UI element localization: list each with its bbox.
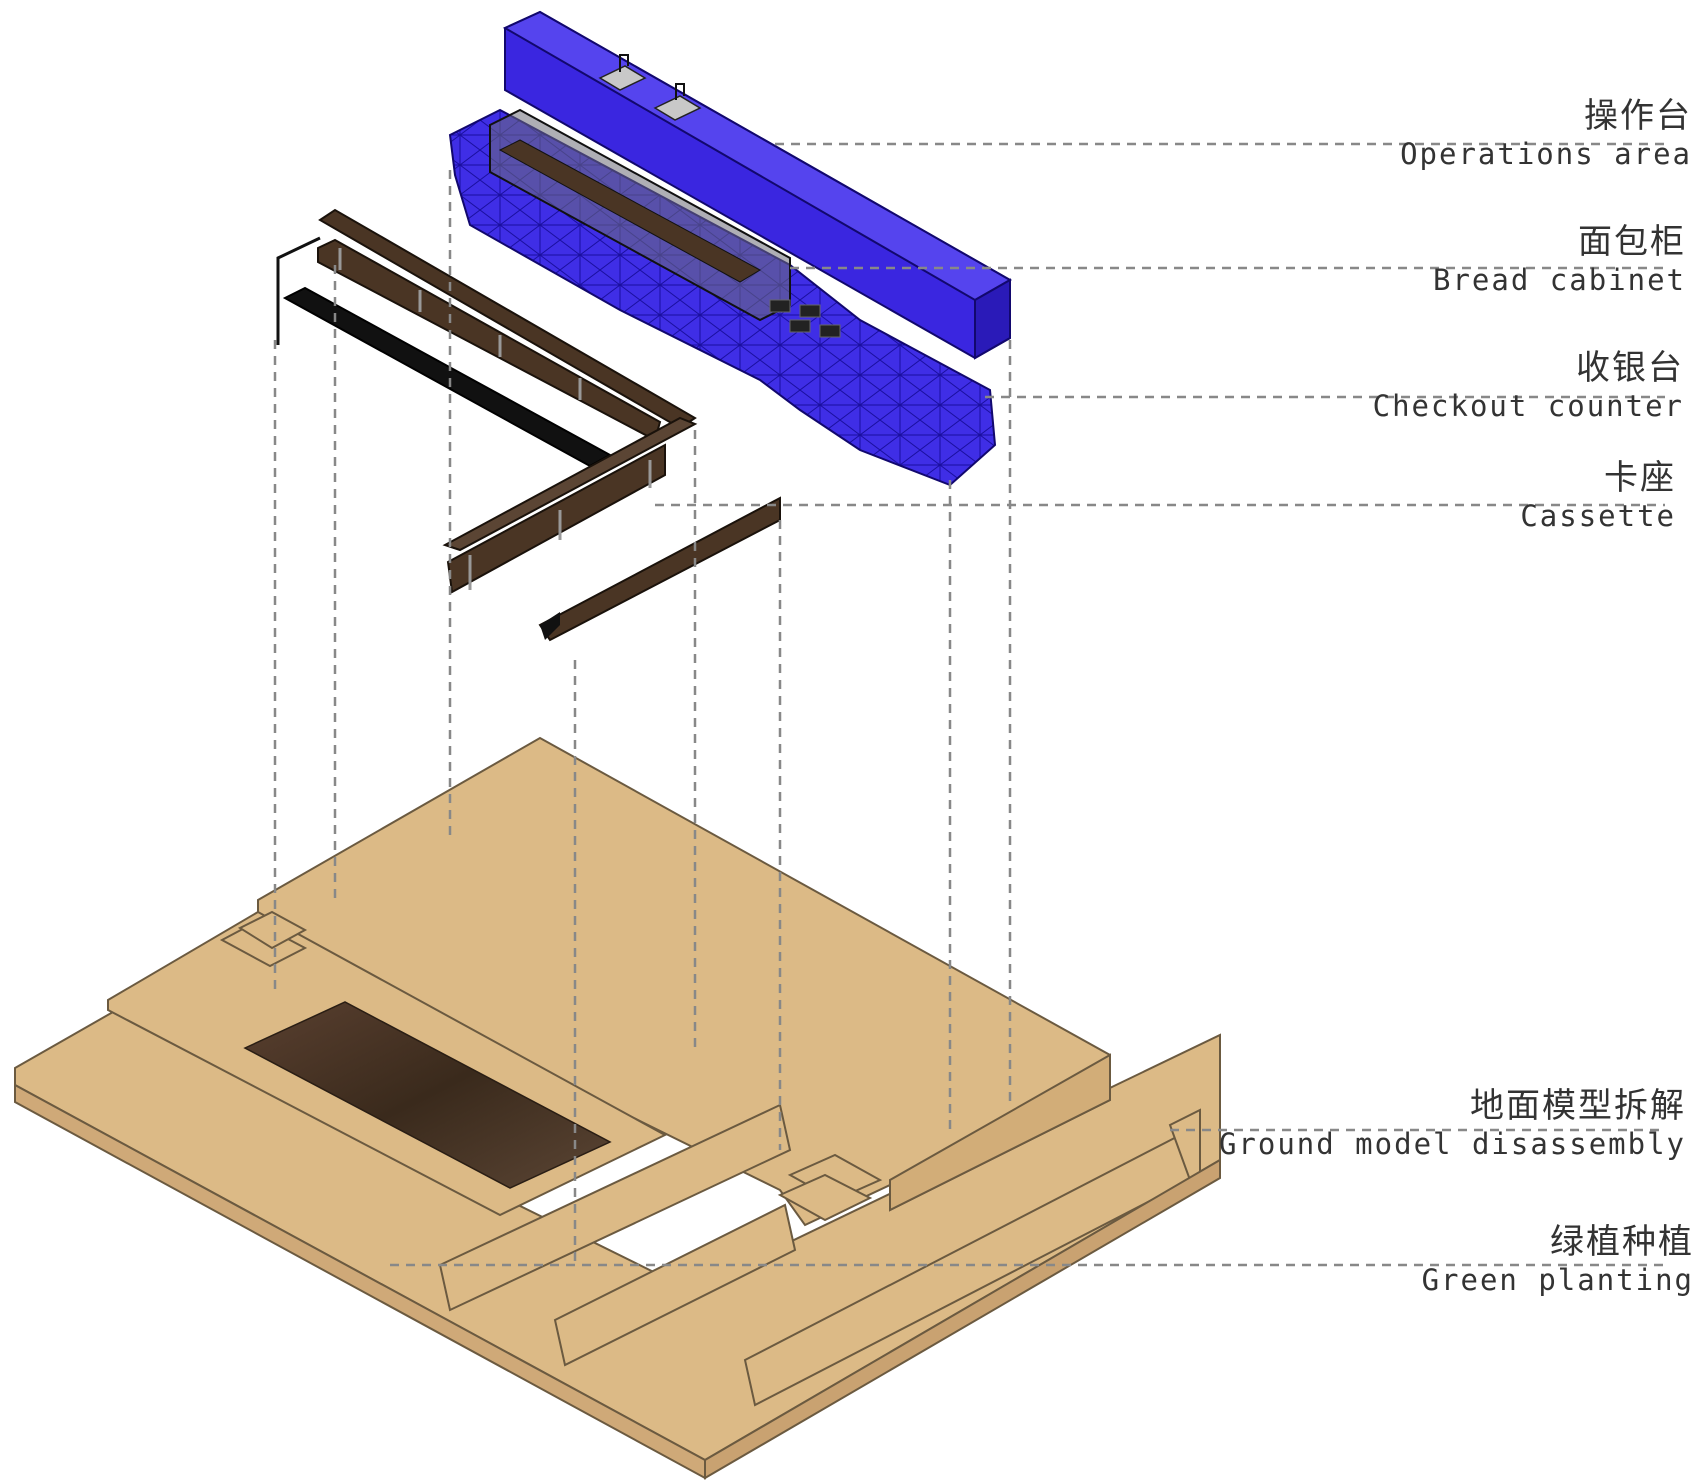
projection-lines	[273, 170, 1012, 1265]
ground-steps	[219, 910, 883, 1222]
sink-icon	[598, 65, 702, 121]
label-checkout-counter: 收银台 Checkout counter	[1373, 348, 1684, 424]
label-zh: 绿植种植	[1550, 1222, 1694, 1262]
label-zh: 地面模型拆解	[1470, 1086, 1686, 1126]
label-bread-cabinet: 面包柜 Bread cabinet	[1433, 222, 1686, 298]
ground-base-right	[704, 1158, 1221, 1480]
operations-area-block	[502, 10, 1013, 360]
label-zh: 收银台	[1576, 348, 1684, 388]
label-en: Bread cabinet	[1433, 263, 1686, 297]
label-en: Checkout counter	[1372, 389, 1684, 423]
cassette-seating	[276, 208, 781, 642]
ground-upper-side	[889, 1053, 1111, 1212]
wood-planter-inset	[243, 1001, 612, 1189]
label-zh: 卡座	[1604, 458, 1676, 498]
bread-cabinet-checkout-block	[448, 108, 997, 487]
label-cassette: 卡座 Cassette	[1520, 458, 1676, 534]
leader-lines	[390, 142, 1665, 1267]
label-green-planting: 绿植种植 Green planting	[1422, 1222, 1694, 1298]
green-planting-beds	[438, 1103, 1202, 1407]
checkout-trays	[769, 299, 841, 338]
label-zh: 操作台	[1584, 96, 1692, 136]
label-en: Cassette	[1520, 499, 1676, 533]
label-en: Operations area	[1400, 137, 1692, 171]
label-en: Ground model disassembly	[1218, 1127, 1686, 1161]
label-operations-area: 操作台 Operations area	[1400, 96, 1692, 172]
label-ground-model: 地面模型拆解 Ground model disassembly	[1219, 1086, 1686, 1162]
label-zh: 面包柜	[1578, 222, 1686, 262]
ground-model	[14, 736, 1221, 1480]
label-en: Green planting	[1421, 1263, 1694, 1297]
